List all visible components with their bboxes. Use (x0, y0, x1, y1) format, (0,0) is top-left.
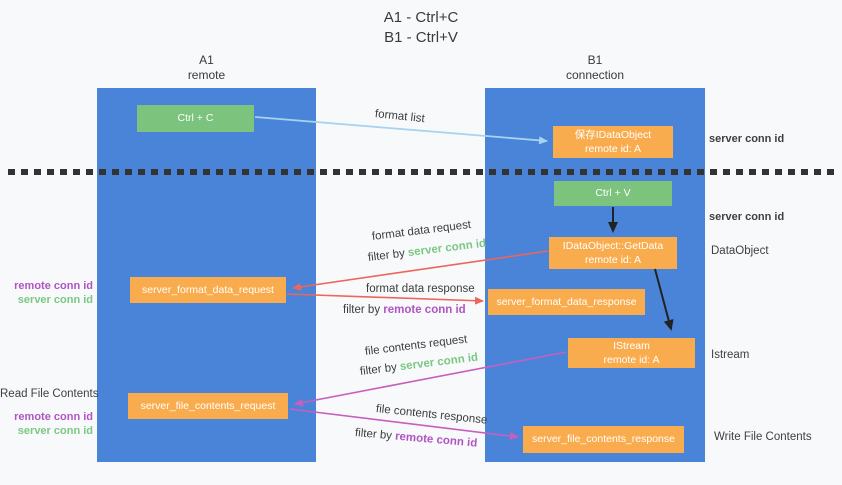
filter-by-server-conn-id-label-1: filter by server conn id (367, 238, 486, 264)
server-conn-id-label: server conn id (17, 294, 93, 306)
idataobject-getdata-line2: remote id: A (584, 254, 642, 266)
server-file-contents-request-box: server_file_contents_request (128, 393, 288, 419)
filter-by-remote-conn-id-label-1: filter by remote conn id (343, 304, 466, 316)
save-idataobject-line2: remote id: A (584, 143, 642, 155)
right-server-conn-id-label-1: server conn id (709, 133, 785, 145)
lane-b1-subtitle: connection (565, 68, 625, 82)
arrow-format-data-response (286, 293, 484, 305)
filter-prefix: filter by (343, 304, 384, 316)
filter-by-remote-conn-id-label-2: filter by remote conn id (354, 427, 477, 450)
filter-prefix: filter by (354, 427, 396, 443)
istream-line1: IStream (613, 339, 650, 352)
dotted-separator-line (8, 169, 836, 175)
format-list-label: format list (374, 108, 426, 126)
ctrl-v-label: Ctrl + V (595, 187, 631, 200)
server-file-contents-response-box: server_file_contents_response (523, 426, 684, 453)
save-idataobject-line1: 保存IDataObject (574, 128, 652, 141)
dataobject-label: DataObject (711, 245, 769, 257)
save-idataobject-box: 保存IDataObject remote id: A (553, 126, 673, 158)
ctrl-v-box: Ctrl + V (554, 181, 672, 206)
file-contents-response-label: file contents response (375, 403, 488, 427)
format-data-request-label: format data request (371, 218, 472, 243)
idataobject-getdata-box: IDataObject::GetData remote id: A (549, 237, 677, 269)
lane-header-a1-remote: A1 remote (97, 53, 316, 83)
left-conn-id-labels-2: remote conn id server conn id (0, 410, 93, 438)
server-format-data-request-box: server_format_data_request (130, 277, 286, 303)
remote-conn-id-keyword: remote conn id (383, 304, 466, 316)
left-conn-id-labels-1: remote conn id server conn id (0, 279, 93, 307)
lane-b1-title: B1 (587, 53, 603, 67)
remote-conn-id-label: remote conn id (14, 411, 93, 423)
server-conn-id-label: server conn id (17, 425, 93, 437)
server-file-contents-response-label: server_file_contents_response (531, 433, 675, 446)
filter-prefix: filter by (359, 361, 401, 378)
istream-side-label: Istream (711, 349, 750, 361)
server-conn-id-keyword: server conn id (407, 237, 487, 260)
idataobject-getdata-line1: IDataObject::GetData (562, 239, 664, 252)
server-format-data-response-label: server_format_data_response (496, 295, 637, 308)
title-line-1: A1 - Ctrl+C (383, 9, 459, 26)
diagram-title: A1 - Ctrl+C B1 - Ctrl+V (0, 8, 842, 48)
lane-header-b1-connection: B1 connection (485, 53, 705, 83)
title-line-2: B1 - Ctrl+V (384, 29, 458, 46)
read-file-contents-label: Read File Contents (0, 388, 99, 400)
server-conn-id-keyword: server conn id (399, 351, 479, 374)
istream-line2: remote id: A (603, 354, 660, 366)
server-format-data-response-box: server_format_data_response (488, 289, 645, 315)
server-format-data-request-label: server_format_data_request (142, 283, 274, 296)
right-server-conn-id-label-2: server conn id (709, 211, 785, 223)
write-file-contents-label: Write File Contents (714, 431, 812, 443)
remote-conn-id-keyword: remote conn id (394, 430, 478, 450)
ctrl-c-box: Ctrl + C (137, 105, 254, 132)
remote-conn-id-label: remote conn id (14, 280, 93, 292)
format-data-response-label: format data response (366, 283, 475, 295)
ctrl-c-label: Ctrl + C (177, 112, 214, 125)
istream-box: IStream remote id: A (568, 338, 695, 368)
filter-prefix: filter by (367, 247, 409, 264)
server-file-contents-request-label: server_file_contents_request (140, 399, 276, 412)
lane-a1-subtitle: remote (187, 68, 226, 82)
lane-a1-title: A1 (199, 53, 214, 67)
